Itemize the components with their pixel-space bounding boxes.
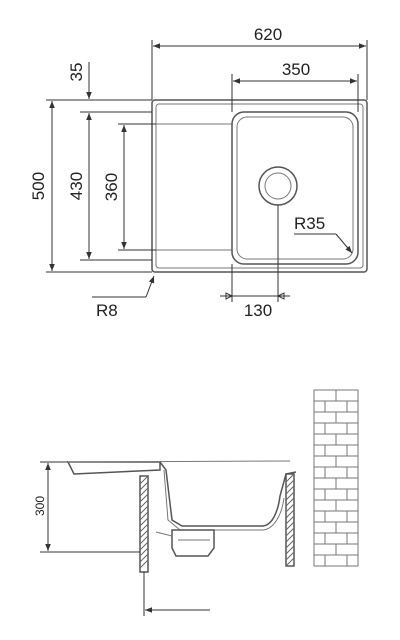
dim-label-r35: R35: [294, 214, 325, 233]
worktop-left: [66, 461, 161, 475]
drain-trap: [171, 529, 215, 557]
brick-wall: [313, 389, 359, 567]
side-view: 300: [33, 389, 359, 616]
dim-label-430: 430: [67, 172, 86, 200]
dim-label-620: 620: [254, 25, 282, 44]
top-view: 620 350 500 430 360 35 R8 R35: [29, 25, 368, 320]
dim-label-r8: R8: [96, 301, 118, 320]
sink-inner-outline: [155, 103, 364, 269]
dim-label-35: 35: [67, 63, 86, 82]
dim-label-350: 350: [282, 60, 310, 79]
dim-label-130: 130: [244, 301, 272, 320]
dim-label-360: 360: [102, 173, 121, 201]
dim-label-300: 300: [33, 496, 47, 516]
bowl-outline: [231, 111, 359, 265]
dim-label-500: 500: [29, 172, 48, 200]
drain-inner: [264, 172, 292, 200]
bowl-inner-outline: [236, 116, 354, 260]
sink-profile: [159, 461, 297, 527]
sink-outline: [151, 99, 368, 273]
cabinet-side-right: [285, 473, 295, 567]
